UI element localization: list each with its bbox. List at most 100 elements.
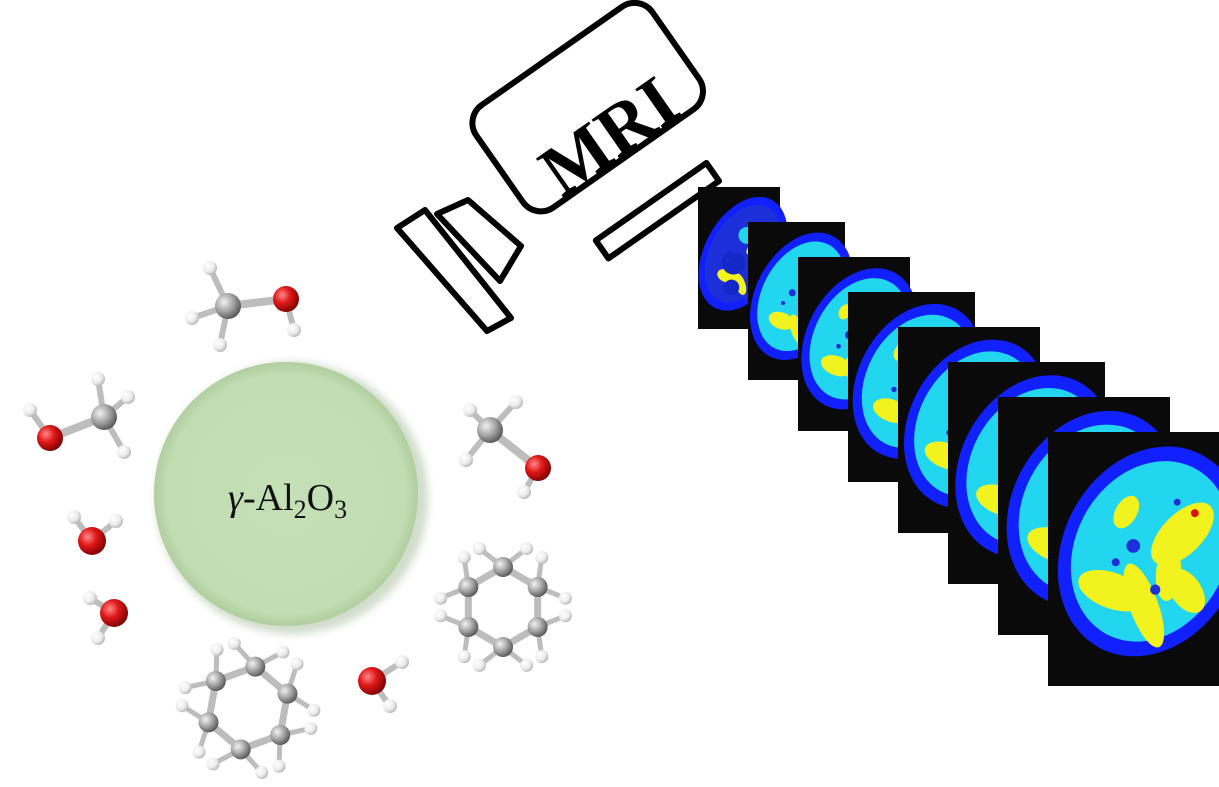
liquid-region xyxy=(1166,568,1206,614)
hydrogen-atom xyxy=(227,636,241,650)
hydrogen-atom xyxy=(213,338,227,352)
pore xyxy=(891,386,897,393)
pore xyxy=(723,279,740,296)
hydrogen-atom xyxy=(395,655,409,669)
hydrogen-atom xyxy=(434,591,448,605)
hydrogen-atom xyxy=(206,757,220,771)
scanner-lens xyxy=(434,197,524,284)
hydrogen-atom xyxy=(383,699,397,713)
water-molecule-2 xyxy=(83,591,128,645)
hydrogen-atom xyxy=(558,609,572,623)
mri-slice-stack xyxy=(698,187,1219,686)
pore xyxy=(1126,539,1141,553)
scanner-left-plate xyxy=(394,207,514,334)
hydrogen-atom xyxy=(434,609,448,623)
pore xyxy=(721,251,746,275)
mri-scanner-icon: MRI xyxy=(394,0,723,334)
carbon-atom xyxy=(277,683,298,704)
adsorbate-molecules xyxy=(23,261,572,780)
liquid-region xyxy=(820,355,852,377)
hydrogen-atom xyxy=(178,681,192,695)
hydrogen-atom xyxy=(272,759,286,773)
hydrogen-atom xyxy=(91,372,105,386)
hydrogen-atom xyxy=(210,643,224,657)
scanner-body xyxy=(469,0,706,215)
hydrogen-atom xyxy=(535,650,549,664)
cyclohexane-molecule-right xyxy=(434,542,572,672)
hydrogen-atom xyxy=(472,658,486,672)
pore xyxy=(836,343,841,349)
hydrogen-atom xyxy=(463,403,477,417)
carbon-atom xyxy=(493,557,513,577)
oxygen-atom xyxy=(358,667,386,695)
hydrogen-atom xyxy=(109,514,123,528)
methanol-molecule-left xyxy=(23,372,135,459)
cyclohexane-molecule-bottom xyxy=(175,636,321,780)
carbon-atom xyxy=(205,671,226,692)
carbon-atom xyxy=(215,293,241,319)
liquid-region xyxy=(1113,495,1140,529)
hydrogen-atom xyxy=(459,453,473,467)
oxygen-atom xyxy=(78,527,106,555)
hydrogen-atom xyxy=(192,745,206,759)
carbon-atom xyxy=(230,739,251,760)
oxygen-atom xyxy=(525,455,551,481)
hydrogen-atom xyxy=(517,485,531,499)
liquid-region xyxy=(768,311,794,330)
water-molecule-3 xyxy=(358,655,409,713)
hydrogen-atom xyxy=(307,703,321,717)
hydrogen-atom xyxy=(91,631,105,645)
water-molecule-1 xyxy=(67,510,123,555)
hydrogen-atom xyxy=(287,323,301,337)
oxygen-atom xyxy=(37,425,63,451)
carbon-atom xyxy=(527,577,548,597)
pore xyxy=(1173,498,1181,506)
hydrogen-atom xyxy=(290,657,304,671)
oxygen-atom xyxy=(100,599,128,627)
alumina-particle: γ-Al2O3 xyxy=(154,362,428,634)
pore xyxy=(725,258,730,262)
carbon-atom xyxy=(458,617,479,637)
pore xyxy=(1111,558,1120,567)
carbon-atom xyxy=(477,417,503,443)
scanner-bar xyxy=(592,159,723,262)
carbon-atom xyxy=(527,617,548,637)
carbon-atom xyxy=(493,637,513,657)
hydrogen-atom xyxy=(457,650,471,664)
hydrogen-atom xyxy=(472,542,486,556)
carbon-atom xyxy=(198,712,219,733)
carbon-atom xyxy=(245,656,266,677)
pore xyxy=(781,300,786,306)
hydrogen-atom xyxy=(83,591,97,605)
pore xyxy=(788,289,796,297)
carbon-atom xyxy=(91,404,117,430)
methanol-molecule-top xyxy=(185,261,301,352)
liquid-region xyxy=(1123,563,1165,648)
hydrogen-atom xyxy=(117,445,131,459)
hydrogen-atom xyxy=(276,645,290,659)
hydrogen-atom xyxy=(520,542,534,556)
hydrogen-atom xyxy=(203,261,217,275)
hydrogen-atom xyxy=(535,550,549,564)
hydrogen-atom xyxy=(457,550,471,564)
pore xyxy=(732,247,739,254)
hydrogen-atom xyxy=(509,395,523,409)
hot-spot xyxy=(1190,509,1199,518)
mri-slice-8 xyxy=(1048,432,1219,686)
hydrogen-atom xyxy=(23,403,37,417)
alumina-sphere xyxy=(154,362,418,626)
hydrogen-atom xyxy=(175,699,189,713)
hydrogen-atom xyxy=(304,721,318,735)
particle-label: γ-Al2O3 xyxy=(228,477,347,524)
hydrogen-atom xyxy=(255,766,269,780)
methanol-molecule-right xyxy=(459,395,551,499)
carbon-atom xyxy=(270,724,291,745)
hydrogen-atom xyxy=(558,591,572,605)
pore xyxy=(1150,584,1161,595)
hydrogen-atom xyxy=(185,311,199,325)
oxygen-atom xyxy=(273,286,299,312)
pore xyxy=(742,272,748,278)
hydrogen-atom xyxy=(520,658,534,672)
hydrogen-atom xyxy=(121,390,135,404)
